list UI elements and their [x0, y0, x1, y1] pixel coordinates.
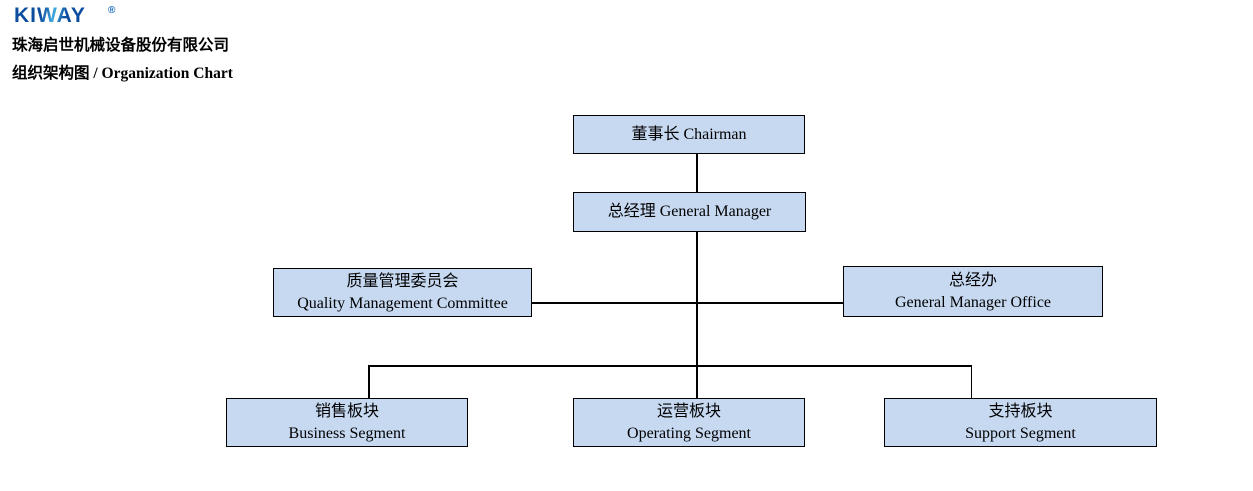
org-node-label: General Manager Office	[894, 293, 1052, 311]
org-node-label: Quality Management Committee	[297, 294, 508, 312]
org-node-business-segment: 销售板块 Business Segment	[226, 398, 468, 447]
connector-gm-spine	[696, 231, 698, 398]
org-node-label: 总经理 General Manager	[607, 203, 772, 220]
org-node-quality-management-committee: 质量管理委员会 Quality Management Committee	[273, 268, 532, 317]
connector-chairman-to-gm	[696, 154, 698, 193]
org-node-support-segment: 支持板块 Support Segment	[884, 398, 1157, 447]
org-node-general-manager-office: 总经办 General Manager Office	[843, 266, 1103, 317]
org-node-label: 董事长 Chairman	[631, 125, 747, 143]
kiway-logo: KIWAY	[14, 4, 86, 27]
connector-drop-business-segment	[368, 365, 370, 398]
page-title: 组织架构图 / Organization Chart	[12, 65, 233, 82]
org-node-operating-segment: 运营板块 Operating Segment	[573, 398, 805, 447]
org-node-label: Business Segment	[288, 424, 406, 442]
org-node-general-manager: 总经理 General Manager	[573, 192, 806, 232]
connector-drop-support-segment	[970, 365, 972, 398]
org-node-label: 总经办	[948, 271, 997, 289]
company-name: 珠海启世机械设备股份有限公司	[12, 37, 230, 54]
org-node-label: Operating Segment	[627, 424, 751, 442]
org-node-chairman: 董事长 Chairman	[573, 115, 805, 154]
org-node-label: 支持板块	[988, 402, 1053, 420]
org-node-label: 运营板块	[656, 402, 721, 420]
org-node-label: 质量管理委员会	[346, 272, 459, 290]
connector-segments-crossbar	[368, 365, 972, 367]
org-node-label: 销售板块	[314, 402, 379, 420]
connector-qmc-gmo-crossbar	[532, 302, 843, 304]
org-node-label: Support Segment	[965, 424, 1076, 442]
registered-trademark-icon: ®	[108, 5, 116, 16]
